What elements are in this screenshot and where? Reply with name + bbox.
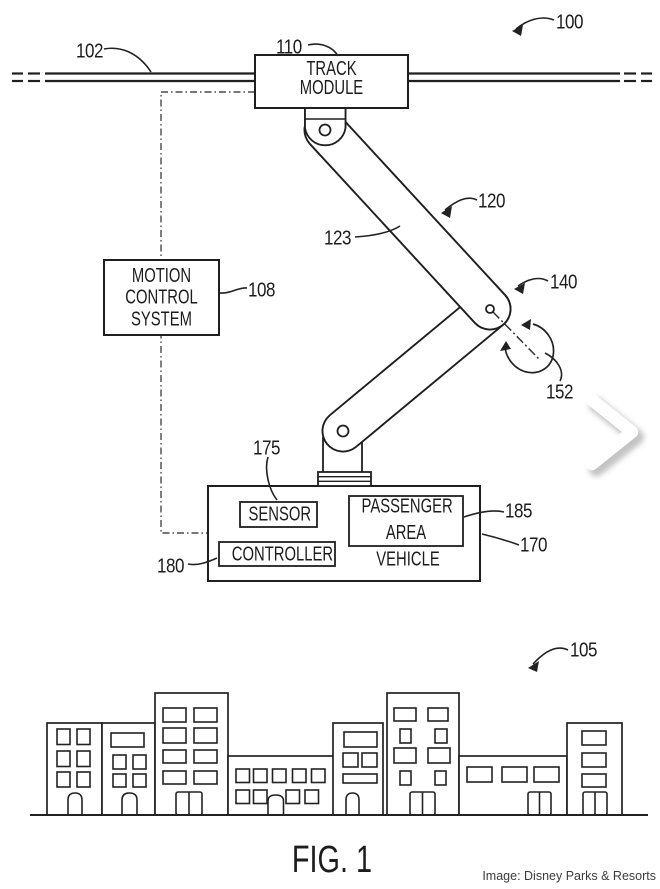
ref-180: 180: [157, 554, 185, 578]
ref-102: 102: [76, 39, 104, 63]
figure-caption: FIG. 1: [291, 839, 373, 881]
arm-joints: [318, 123, 495, 438]
next-image-button[interactable]: [575, 385, 650, 480]
leader-arrowheads: [441, 25, 539, 672]
chevron-right-icon: [585, 393, 644, 477]
ref-170: 170: [520, 533, 548, 557]
ref-152: 152: [546, 380, 574, 404]
vehicle-label: VEHICLE: [376, 547, 440, 571]
rotation-arrow: [504, 323, 555, 374]
sensor-label: SENSOR: [248, 503, 312, 526]
ref-120: 120: [478, 189, 506, 213]
track-module-box: [254, 54, 409, 109]
passenger-area-box: [348, 495, 464, 547]
track-lines: [12, 72, 652, 83]
motion-control-system-box: [103, 259, 220, 336]
sensor-box: [239, 501, 318, 528]
ref-108: 108: [248, 278, 276, 302]
city-skyline: [30, 692, 648, 816]
ref-123: 123: [324, 226, 352, 250]
reference-leaders: [103, 17, 569, 665]
ref-100: 100: [556, 10, 584, 34]
ref-140: 140: [550, 270, 578, 294]
ref-110: 110: [276, 35, 302, 59]
rotation-axis-line: [492, 311, 540, 360]
controller-box: [218, 541, 336, 567]
passenger-area-label: PASSENGER AREA: [361, 495, 453, 545]
ref-175: 175: [253, 436, 281, 460]
arm-mount-flange: [317, 471, 372, 487]
track-module-label: TRACK MODULE: [299, 57, 364, 99]
ref-185: 185: [505, 499, 533, 523]
motion-control-system-label: MOTION CONTROL SYSTEM: [125, 265, 198, 331]
controller-label: CONTROLLER: [231, 542, 334, 566]
ref-105: 105: [570, 638, 598, 662]
image-credit: Image: Disney Parks & Resorts: [482, 869, 656, 883]
robot-arm: [303, 107, 555, 474]
